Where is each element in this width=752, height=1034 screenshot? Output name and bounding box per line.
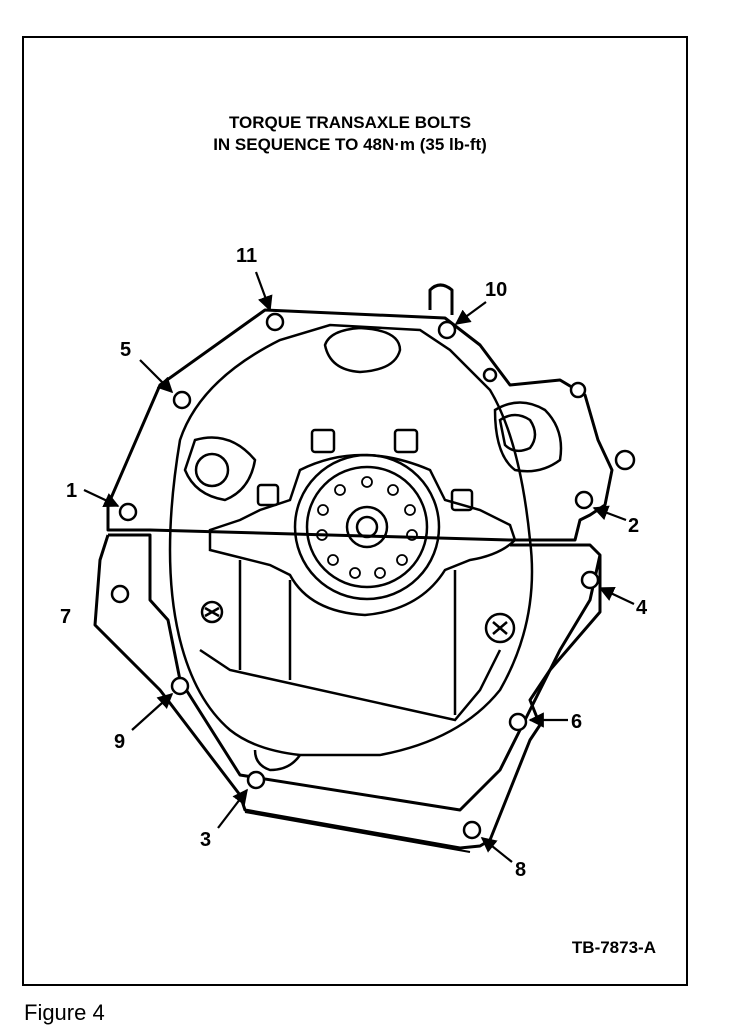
bell-housing-inner [168,323,563,772]
bolt-label-3: 3 [200,829,211,851]
bolt-holes [110,312,636,840]
lower-housing [93,533,602,853]
bolt-hole-6 [508,712,528,732]
bolt-hole-11 [265,312,285,332]
arrow-10 [454,301,487,325]
bolt-hole-7 [110,584,130,604]
arrow-8 [480,837,513,863]
upper-housing [106,283,614,542]
bolt-label-7: 7 [60,606,71,628]
sequence-labels: 1 2 3 4 5 6 7 8 9 10 11 [60,245,648,881]
title-line-1: TORQUE TRANSAXLE BOLTS [228,113,472,132]
arrow-4 [598,586,635,605]
bolt-hole-1 [118,502,138,522]
reference-code: TB-7873-A [571,938,656,957]
leader-arrows [83,271,635,863]
bolt-hole-9 [170,676,190,696]
diagram-title: TORQUE TRANSAXLE BOLTS IN SEQUENCE TO 48… [0,112,700,156]
title-line-2: IN SEQUENCE TO 48N·m (35 lb-ft) [213,135,487,154]
bolt-hole-4 [580,570,600,590]
bolt-hole-2 [574,490,594,510]
bolt-label-4: 4 [636,597,648,619]
figure-caption: Figure 4 [24,1000,105,1025]
bolt-label-1: 1 [66,480,77,502]
bolt-label-5: 5 [120,339,131,361]
bolt-hole-5 [172,390,192,410]
bolt-hole-3 [246,770,266,790]
arrow-9 [131,692,174,731]
arrow-5 [139,359,174,394]
arrow-3 [217,788,248,829]
arrow-11 [254,271,273,312]
bolt-label-8: 8 [515,859,526,881]
arrow-2 [592,505,627,522]
crankshaft-hub [183,428,517,722]
bolt-label-6: 6 [571,711,582,733]
arrow-1 [83,489,120,508]
bolt-hole-8 [462,820,482,840]
bolt-label-10: 10 [485,279,507,301]
bolt-label-9: 9 [114,731,125,753]
bolt-label-11: 11 [236,245,257,267]
bolt-label-2: 2 [628,515,639,537]
bolt-hole-10 [437,320,457,340]
diagram-frame [22,36,688,986]
